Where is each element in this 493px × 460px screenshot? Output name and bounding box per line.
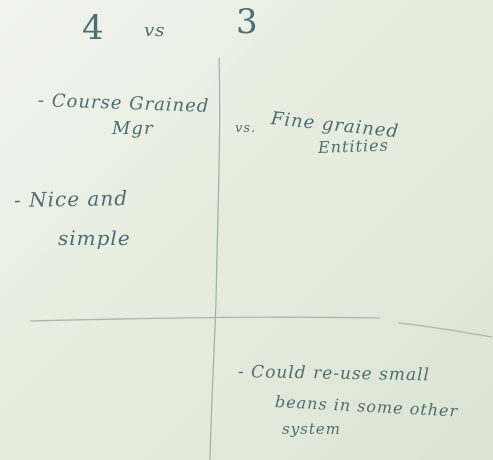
heading-vs: vs	[144, 20, 166, 41]
left-point-2-line-1: - Nice and	[13, 186, 129, 212]
right-point-1-line-2: Entities	[317, 135, 390, 157]
horizontal-divider-line-right	[397, 322, 493, 338]
horizontal-divider-line	[29, 316, 381, 322]
heading-left-number: 4	[82, 8, 105, 48]
right-point-2-line-1: - Could re-use small	[237, 362, 431, 386]
middle-vs: vs.	[235, 121, 257, 136]
vertical-divider-line	[209, 57, 221, 460]
left-point-2-line-2: simple	[58, 226, 131, 250]
right-point-2-line-3: system	[282, 420, 341, 438]
heading-right-number: 3	[236, 2, 259, 42]
left-point-1-line-2: Mgr	[112, 118, 154, 139]
